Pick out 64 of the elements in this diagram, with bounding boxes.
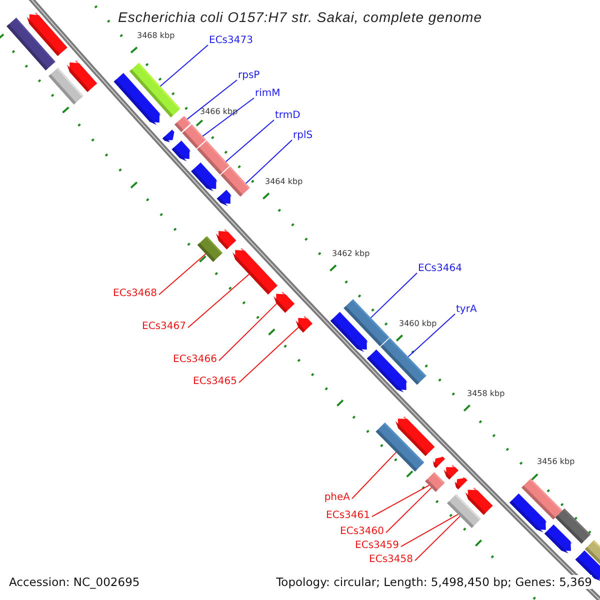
leader-line [352, 452, 397, 500]
gene-label: ECs3468 [113, 288, 157, 300]
gene-feature [232, 248, 278, 294]
gene-block [197, 236, 223, 262]
gene-feature [114, 72, 161, 126]
gene-feature [191, 162, 218, 192]
leader-line [186, 80, 238, 120]
gene-label: ECs3461 [326, 510, 370, 522]
scale-label: 3464 kbp [265, 177, 303, 187]
gene-feature [172, 140, 191, 162]
gene-feature [162, 130, 174, 142]
gene-label: rimM [255, 88, 280, 100]
gene-label: rpsP [238, 70, 260, 82]
gene-feature [330, 312, 368, 352]
leader-line [400, 514, 459, 548]
gene-label: ECs3465 [193, 376, 237, 388]
scale-label: 3460 kbp [399, 319, 437, 329]
scale-label: 3462 kbp [332, 249, 370, 259]
leader-line [188, 274, 250, 328]
gene-label: ECs3458 [369, 554, 413, 566]
leader-line [218, 303, 278, 362]
scale-label: 3456 kbp [537, 457, 575, 467]
leader-line [245, 140, 292, 184]
gene-label: ECs3464 [418, 263, 462, 275]
gene-feature [433, 456, 446, 468]
gene-block [425, 472, 445, 492]
gene-feature [544, 524, 572, 554]
gene-label: ECs3466 [173, 354, 217, 366]
gene-label: trmD [275, 110, 300, 122]
gene-label: ECs3473 [209, 35, 253, 47]
accession-text: Accession: NC_002695 [9, 575, 140, 589]
gene-label: tyrA [456, 304, 477, 316]
leader-line [386, 487, 432, 534]
leader-line [158, 253, 206, 296]
leader-line [372, 484, 430, 518]
gene-block [48, 68, 84, 104]
gene-feature [454, 476, 468, 490]
leader-line [160, 44, 208, 87]
title: Escherichia coli O157:H7 str. Sakai, complete genome [117, 9, 483, 25]
gene-label: ECs3460 [340, 526, 384, 538]
gene-feature [216, 190, 232, 206]
gene-label: ECs3467 [142, 321, 186, 333]
leader-line [202, 98, 254, 137]
gene-label: ECs3459 [355, 540, 399, 552]
gene-feature [296, 316, 313, 333]
gene-feature [274, 292, 295, 313]
gene-feature [366, 350, 408, 392]
gene-feature [216, 228, 236, 250]
leader-line [414, 516, 460, 562]
leader-line [370, 272, 418, 318]
genome-info-text: Topology: circular; Length: 5,498,450 bp; Genes: 5,369 [276, 575, 592, 589]
gene-block [220, 166, 250, 197]
scale-label: 3458 kbp [467, 389, 505, 399]
gene-label: rplS [293, 130, 313, 142]
leader-line [238, 327, 299, 384]
gene-block [447, 494, 481, 528]
gene-block [376, 422, 424, 472]
scale-label: 3466 kbp [200, 107, 238, 117]
gene-block [6, 18, 56, 70]
gene-feature [510, 493, 547, 532]
gene-feature [444, 464, 458, 480]
gene-label: pheA [324, 492, 350, 504]
scale-label: 3468 kbp [137, 31, 175, 41]
leader-line [408, 314, 456, 358]
